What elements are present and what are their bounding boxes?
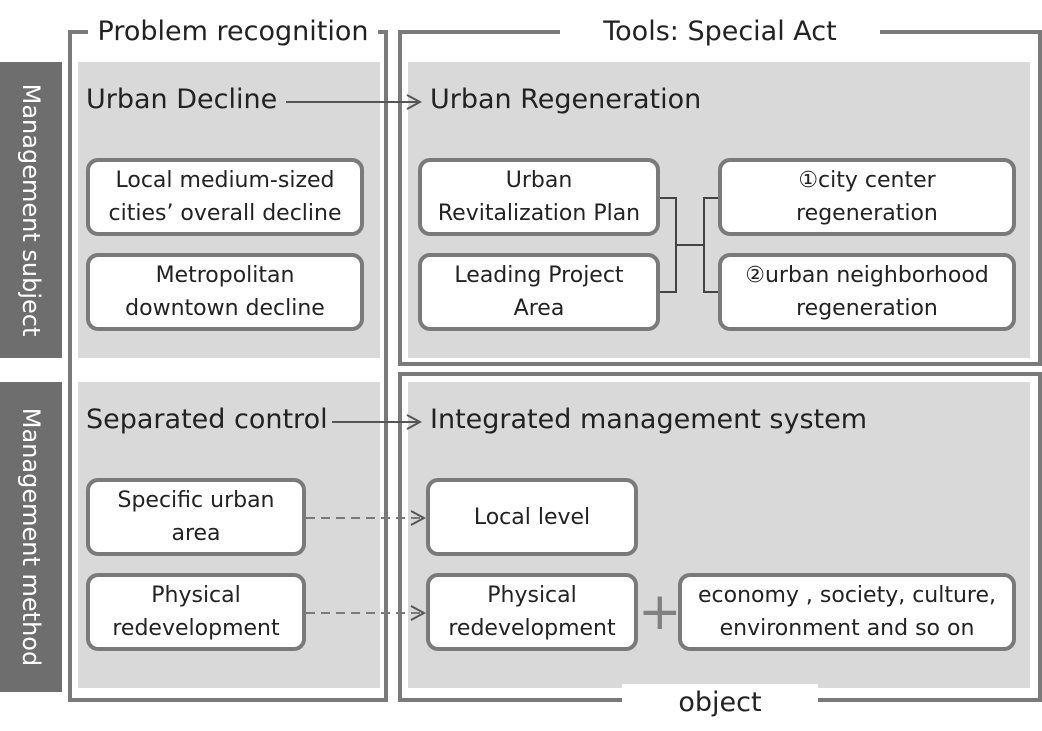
box-local-cities-decline: Local medium-sized cities’ overall decli… <box>86 158 364 236</box>
box-physical-redevelopment-right: Physical redevelopment <box>426 573 638 651</box>
title-problem-recognition: Problem recognition <box>88 14 378 50</box>
heading-integrated-management: Integrated management system <box>430 404 868 435</box>
box-local-level: Local level <box>426 478 638 556</box>
box-text-line: regeneration <box>796 201 938 226</box>
sidebar-management-subject: Management subject <box>0 62 62 358</box>
box-text-line: environment and so on <box>719 616 975 641</box>
box-text-line: Physical <box>151 583 241 608</box>
box-text-line: economy , society, culture, <box>697 583 997 608</box>
box-revitalization-plan: Urban Revitalization Plan <box>418 158 660 236</box>
box-text-line: Urban <box>505 168 573 193</box>
box-metropolitan-decline: Metropolitan downtown decline <box>86 253 364 331</box>
box-text-line: cities’ overall decline <box>108 201 342 226</box>
title-tools-special-act: Tools: Special Act <box>560 14 880 50</box>
bracket-connector <box>660 197 720 293</box>
title-object: object <box>622 684 818 722</box>
box-text-line: Local level <box>473 504 591 530</box>
box-text-line: Metropolitan <box>155 263 295 288</box>
plus-sign: + <box>638 582 682 642</box>
box-text-line: Physical <box>487 583 577 608</box>
heading-urban-regeneration: Urban Regeneration <box>430 84 702 115</box>
box-text-line: redevelopment <box>112 616 280 641</box>
box-economy-society-culture: economy , society, culture, environment … <box>678 573 1016 651</box>
box-text-line: Revitalization Plan <box>437 201 641 226</box>
box-city-center-regeneration: ①city center regeneration <box>718 158 1016 236</box>
box-text-line: regeneration <box>796 296 938 321</box>
box-text-line: ②urban neighborhood <box>745 263 989 288</box>
box-text-line: downtown decline <box>125 296 325 321</box>
box-text-line: Area <box>513 296 565 321</box>
box-leading-project-area: Leading Project Area <box>418 253 660 331</box>
sidebar-management-method: Management method <box>0 382 62 692</box>
box-specific-urban-area: Specific urban area <box>86 478 306 556</box>
box-text-line: ①city center <box>798 168 936 193</box>
box-physical-redevelopment-left: Physical redevelopment <box>86 573 306 651</box>
box-neighborhood-regeneration: ②urban neighborhood regeneration <box>718 253 1016 331</box>
box-text-line: Local medium-sized <box>115 168 335 193</box>
box-text-line: redevelopment <box>448 616 616 641</box>
box-text-line: Specific urban <box>117 488 275 513</box>
box-text-line: area <box>171 521 221 546</box>
box-text-line: Leading Project <box>454 263 624 288</box>
heading-urban-decline: Urban Decline <box>86 84 278 115</box>
heading-separated-control: Separated control <box>86 404 328 435</box>
